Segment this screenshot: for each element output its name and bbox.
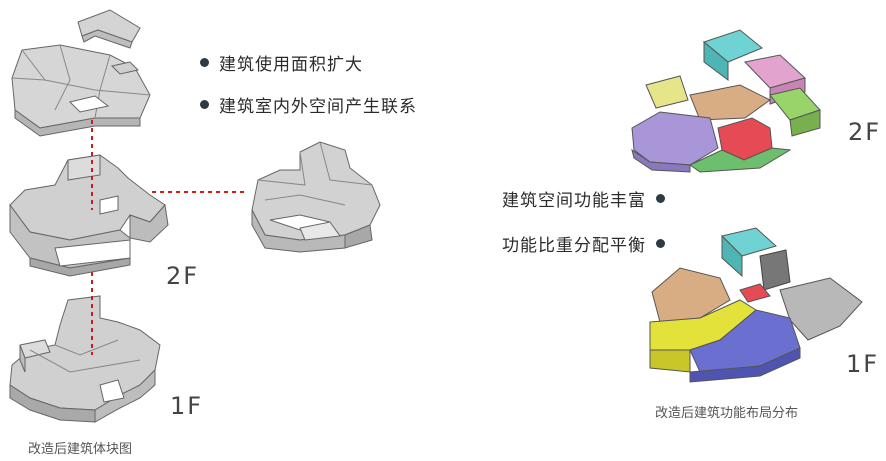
bullet-dot [656, 239, 665, 248]
bullet-dot [200, 58, 209, 67]
roof-cap-small [77, 9, 141, 49]
caption-massing: 改造后建筑体块图 [28, 442, 133, 457]
bullet-dot [200, 100, 209, 109]
function-2f [631, 29, 821, 173]
bullet-usable-area: 建筑使用面积扩大 [200, 50, 363, 75]
roof-canopy [11, 44, 151, 137]
massing-2f [9, 154, 169, 277]
bullet-function-balance: 功能比重分配平衡 [502, 231, 665, 256]
bullet-text: 建筑使用面积扩大 [219, 55, 363, 75]
massing-combined [251, 141, 381, 253]
floor-label-2f-left: 2F [166, 262, 200, 290]
connector-lines [91, 120, 246, 355]
floor-label-2f-right: 2F [848, 118, 882, 146]
bullet-indoor-outdoor: 建筑室内外空间产生联系 [200, 92, 417, 117]
floor-label-1f-right: 1F [846, 350, 880, 378]
function-1f [649, 227, 863, 383]
caption-function-layout: 改造后建筑功能布局分布 [655, 406, 799, 421]
bullet-text: 建筑室内外空间产生联系 [219, 97, 417, 117]
bullet-text: 建筑空间功能丰富 [502, 191, 646, 211]
massing-1f [9, 295, 161, 423]
bullet-text: 功能比重分配平衡 [502, 236, 646, 256]
bullet-function-rich: 建筑空间功能丰富 [502, 186, 665, 211]
bullet-dot [656, 194, 665, 203]
floor-label-1f-left: 1F [170, 392, 204, 420]
